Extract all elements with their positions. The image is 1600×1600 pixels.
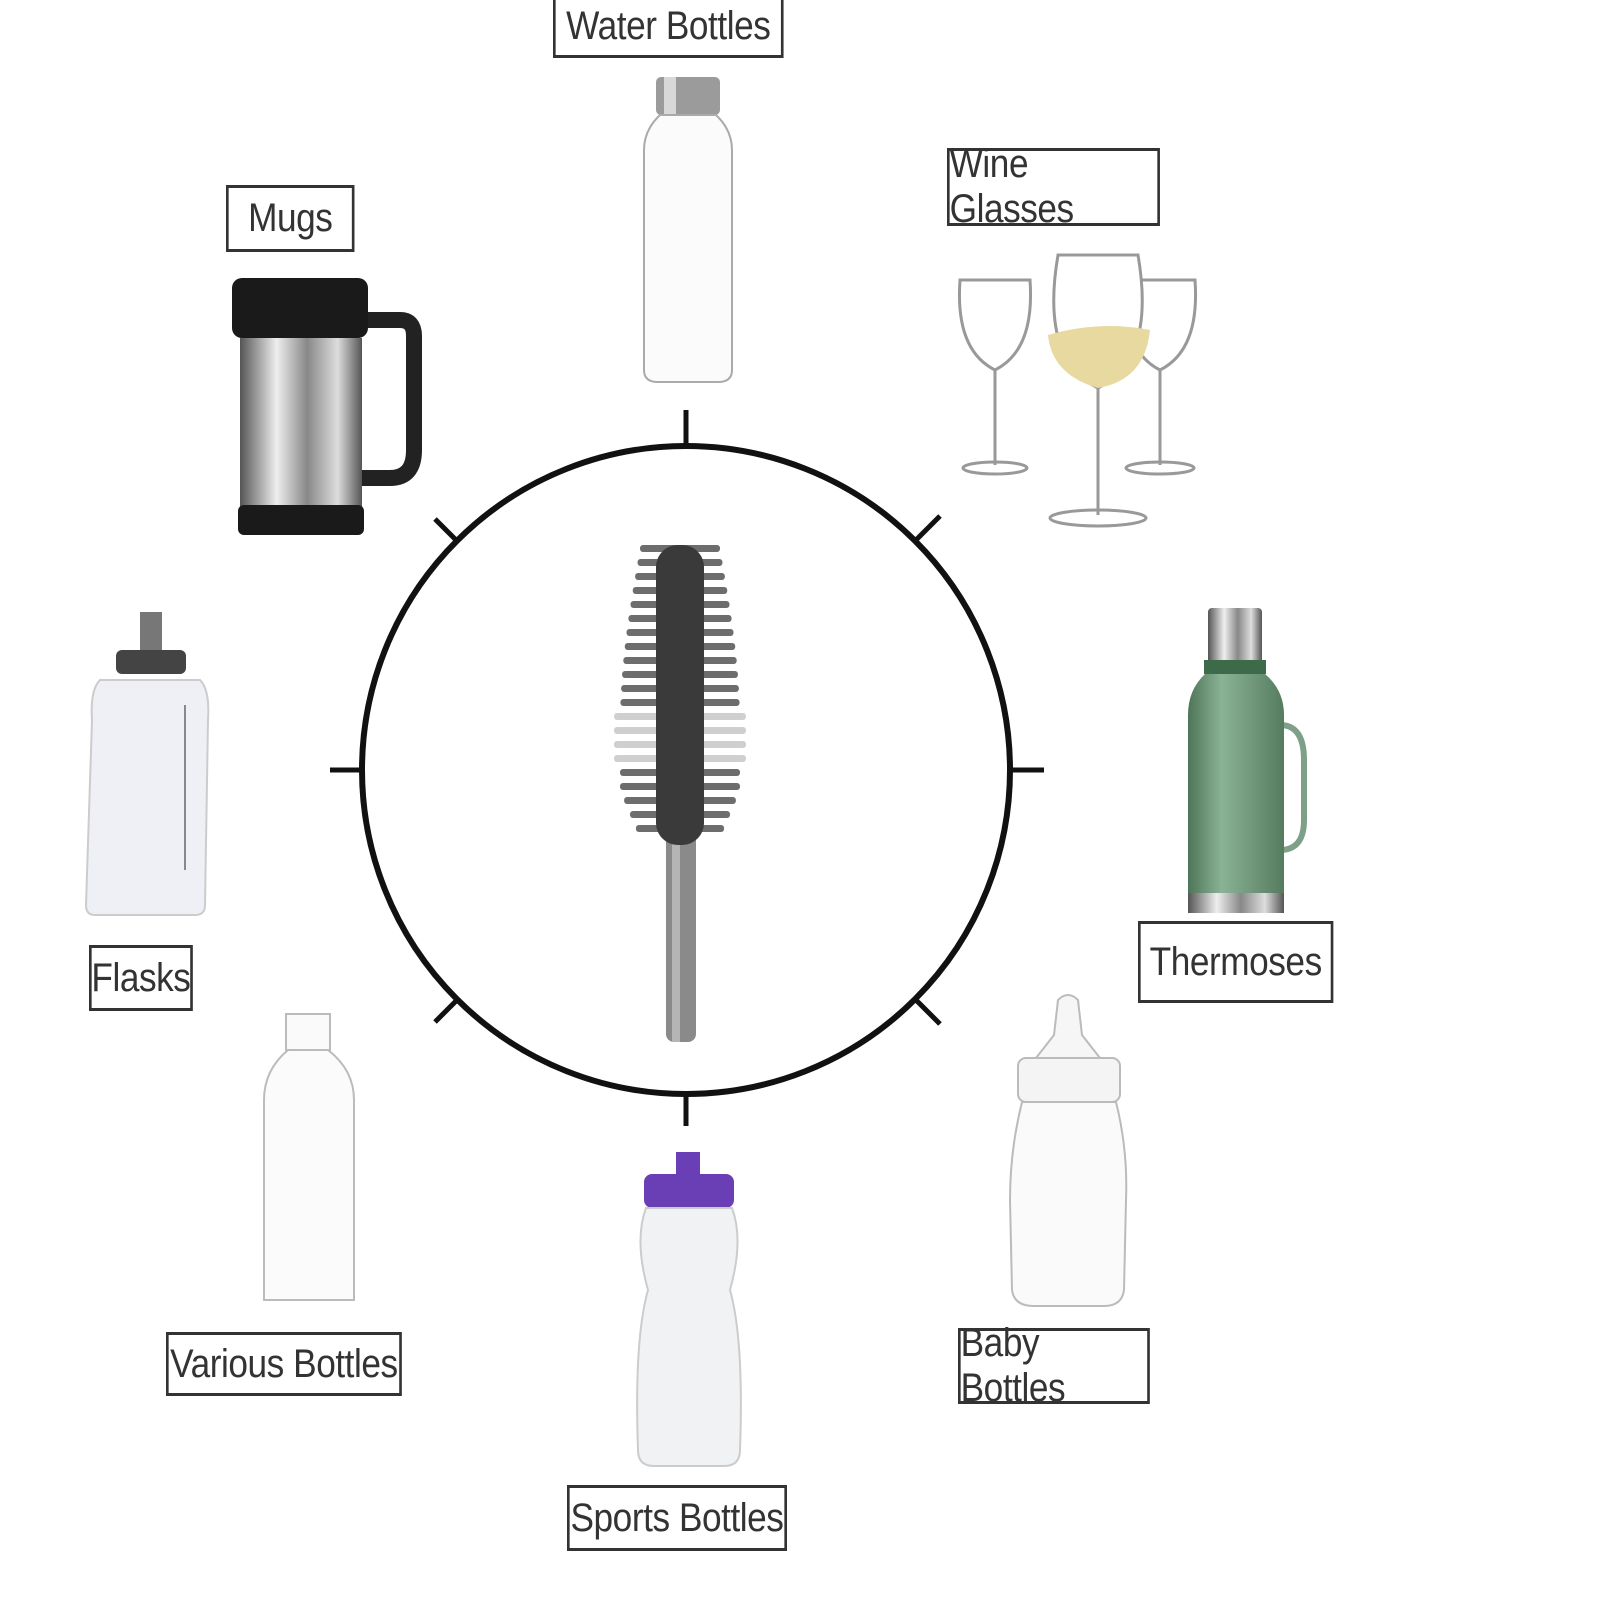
- water-bottle-image: [643, 77, 733, 383]
- thermos-image: [1188, 608, 1307, 913]
- center-circle: [330, 410, 1044, 1126]
- label-water-bottles: Water Bottles: [553, 0, 784, 58]
- label-wine-glasses: Wine Glasses: [947, 142, 1160, 231]
- wine-glasses-image: [957, 253, 1198, 528]
- various-bottle-image: [263, 1013, 355, 1301]
- label-baby-bottles: Baby Bottles: [958, 1321, 1150, 1410]
- baby-bottle-image: [1008, 994, 1128, 1307]
- label-mugs: Mugs: [226, 185, 355, 252]
- label-flasks: Flasks: [89, 945, 193, 1011]
- flask-image: [84, 612, 210, 916]
- mug-image: [232, 278, 422, 535]
- label-various-bottles: Various Bottles: [166, 1332, 402, 1396]
- bottle-brush-image: [614, 545, 746, 1042]
- label-sports-bottles: Sports Bottles: [567, 1485, 787, 1551]
- label-thermoses: Thermoses: [1138, 921, 1334, 1003]
- sports-bottle-image: [636, 1152, 742, 1467]
